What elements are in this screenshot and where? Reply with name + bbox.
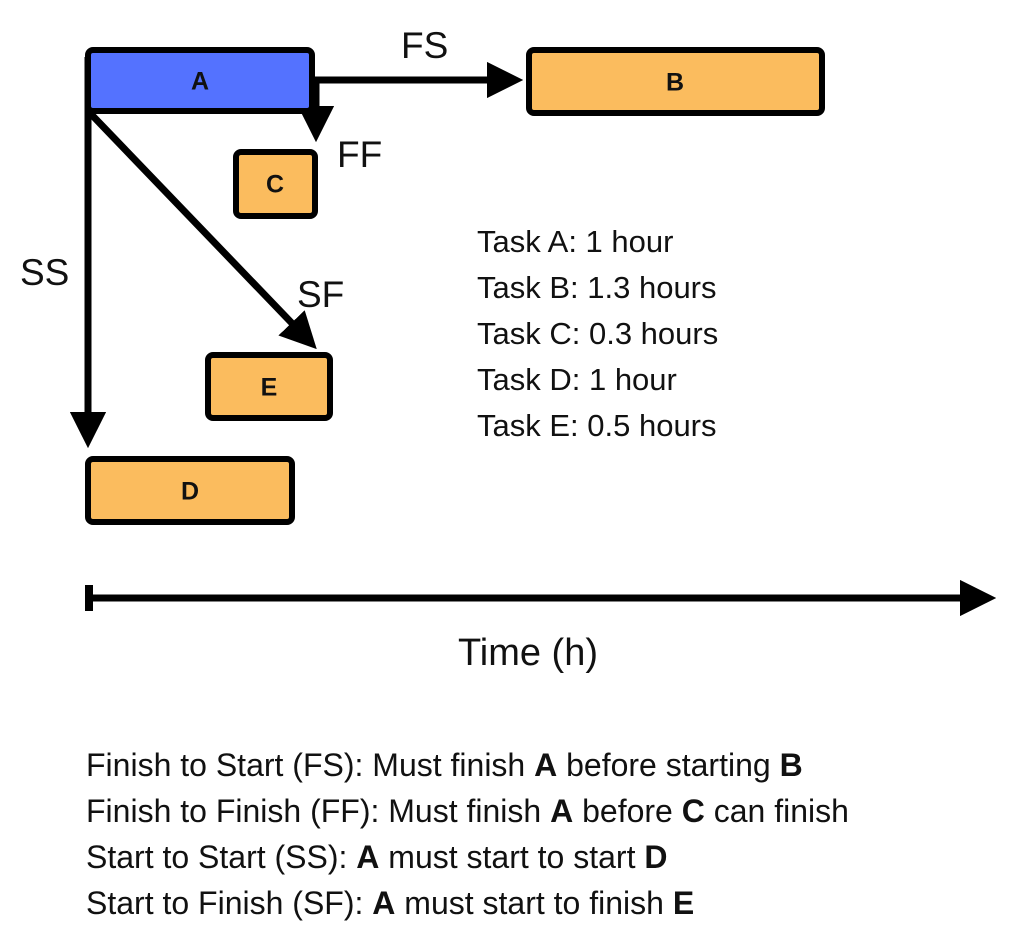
dependency-label-ff: FF bbox=[337, 134, 382, 175]
duration-item-c: Task C: 0.3 hours bbox=[477, 316, 718, 351]
task-bar-a[interactable]: A bbox=[85, 47, 315, 114]
task-bar-b[interactable]: B bbox=[526, 47, 825, 116]
dependency-legend: Finish to Start (FS): Must finish A befo… bbox=[86, 747, 849, 921]
task-bar-e-rect[interactable] bbox=[205, 352, 333, 421]
task-bar-d-rect[interactable] bbox=[85, 456, 295, 525]
legend-line-ss-mid: must start to start bbox=[379, 839, 644, 875]
legend-line-fs: Finish to Start (FS): Must finish A befo… bbox=[86, 747, 803, 783]
task-bar-b-rect[interactable] bbox=[526, 47, 825, 116]
task-bar-d[interactable]: D bbox=[85, 456, 295, 525]
dependency-label-fs: FS bbox=[401, 25, 448, 66]
task-bar-b-label: B bbox=[666, 69, 684, 97]
time-axis-label: Time (h) bbox=[458, 632, 598, 674]
duration-item-d: Task D: 1 hour bbox=[477, 362, 677, 397]
legend-line-ss-prefix: Start to Start (SS): bbox=[86, 839, 356, 875]
dependency-label-sf: SF bbox=[297, 274, 344, 315]
legend-line-sf-bold2: E bbox=[673, 885, 694, 921]
task-bar-c[interactable]: C bbox=[233, 149, 318, 219]
task-bar-c-label: C bbox=[266, 171, 284, 199]
legend-line-ff-prefix: Finish to Finish (FF): Must finish bbox=[86, 793, 550, 829]
task-bar-a-rect[interactable] bbox=[85, 47, 315, 114]
legend-line-ff-bold1: A bbox=[550, 793, 573, 829]
duration-item-a: Task A: 1 hour bbox=[477, 224, 673, 259]
legend-line-fs-prefix: Finish to Start (FS): Must finish bbox=[86, 747, 534, 783]
legend-line-ss-bold2: D bbox=[644, 839, 667, 875]
connector-group bbox=[69, 57, 524, 449]
legend-line-sf: Start to Finish (SF): A must start to fi… bbox=[86, 885, 694, 921]
task-bar-e[interactable]: E bbox=[205, 352, 333, 421]
legend-line-ff-suffix: can finish bbox=[705, 793, 849, 829]
legend-line-fs-bold2: B bbox=[780, 747, 803, 783]
task-duration-list: Task A: 1 hour Task B: 1.3 hours Task C:… bbox=[477, 224, 718, 443]
task-bar-d-label: D bbox=[181, 478, 199, 506]
legend-line-ff-bold2: C bbox=[682, 793, 705, 829]
legend-line-sf-mid: must start to finish bbox=[395, 885, 672, 921]
duration-item-b: Task B: 1.3 hours bbox=[477, 270, 717, 305]
connector-sf bbox=[87, 110, 317, 350]
legend-line-sf-bold1: A bbox=[372, 885, 395, 921]
task-bar-a-label: A bbox=[191, 68, 209, 96]
time-axis: Time (h) bbox=[85, 579, 997, 674]
duration-item-e: Task E: 0.5 hours bbox=[477, 408, 717, 443]
legend-line-ff: Finish to Finish (FF): Must finish A bef… bbox=[86, 793, 849, 829]
legend-line-fs-mid: before starting bbox=[557, 747, 779, 783]
task-bar-e-label: E bbox=[261, 374, 278, 402]
dependency-label-ss: SS bbox=[20, 252, 69, 293]
legend-line-sf-prefix: Start to Finish (SF): bbox=[86, 885, 372, 921]
legend-line-ss-bold1: A bbox=[356, 839, 379, 875]
legend-line-ss: Start to Start (SS): A must start to sta… bbox=[86, 839, 667, 875]
task-bar-c-rect[interactable] bbox=[233, 149, 318, 219]
legend-line-ff-mid: before bbox=[573, 793, 682, 829]
legend-line-fs-bold1: A bbox=[534, 747, 557, 783]
